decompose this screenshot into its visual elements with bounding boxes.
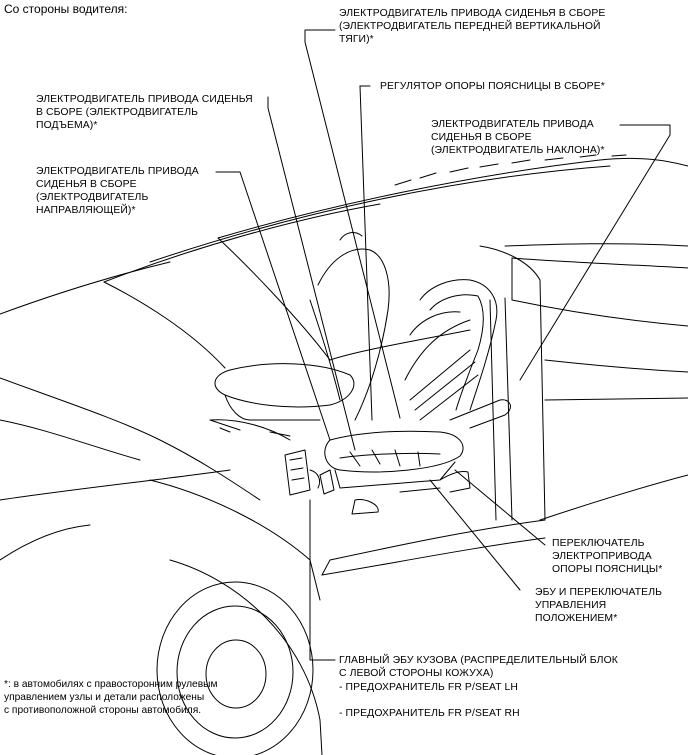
driver-seat (324, 279, 511, 515)
label-ecu-switch: ЭБУ И ПЕРЕКЛЮЧАТЕЛЬ УПРАВЛЕНИЯ ПОЛОЖЕНИЕ… (535, 587, 663, 624)
passenger-seat (209, 232, 390, 437)
footnote: *: в автомобилях с правосторонним рулевы… (4, 679, 218, 716)
label-slide-motor: ЭЛЕКТРОДВИГАТЕЛЬ ПРИВОДА СИДЕНЬЯ В СБОРЕ… (36, 166, 199, 216)
vehicle-roof (0, 154, 688, 315)
junction-block (209, 419, 335, 496)
label-lifter-motor: ЭЛЕКТРОДВИГАТЕЛЬ ПРИВОДА СИДЕНЬЯ В СБОРЕ… (36, 94, 253, 131)
diagram-header: Со стороны водителя: (4, 2, 128, 16)
label-fuse-lh: - ПРЕДОХРАНИТЕЛЬ FR P/SEAT LH (339, 682, 519, 693)
label-lumbar-switch: ПЕРЕКЛЮЧАТЕЛЬ ЭЛЕКТРОПРИВОДА ОПОРЫ ПОЯСН… (552, 538, 663, 575)
label-main-body-ecu: ГЛАВНЫЙ ЭБУ КУЗОВА (РАСПРЕДЕЛИТЕЛЬНЫЙ БЛ… (339, 655, 618, 679)
vehicle-body (0, 237, 688, 601)
label-fuse-rh: - ПРЕДОХРАНИТЕЛЬ FR P/SEAT RH (339, 708, 520, 719)
label-front-vertical-motor: ЭЛЕКТРОДВИГАТЕЛЬ ПРИВОДА СИДЕНЬЯ В СБОРЕ… (339, 8, 606, 45)
front-wheel (156, 559, 323, 755)
leader-lines (215, 29, 671, 661)
label-recline-motor: ЭЛЕКТРОДВИГАТЕЛЬ ПРИВОДА СИДЕНЬЯ В СБОРЕ… (431, 119, 605, 156)
label-lumbar-regulator: РЕГУЛЯТОР ОПОРЫ ПОЯСНИЦЫ В СБОРЕ* (380, 81, 605, 92)
